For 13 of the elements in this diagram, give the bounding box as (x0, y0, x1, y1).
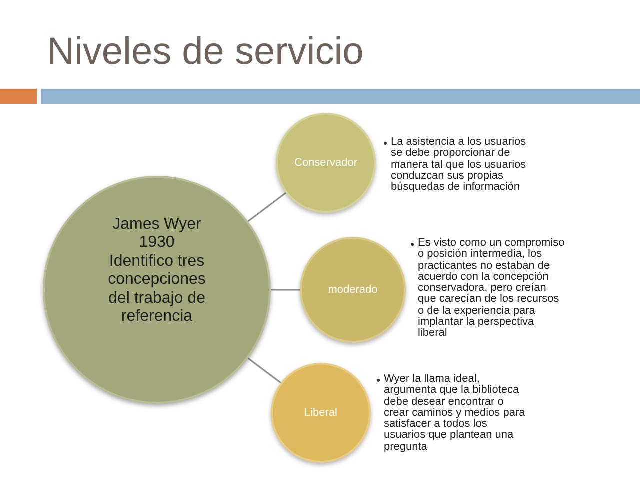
slide-title: Niveles de servicio (47, 33, 364, 71)
node-text: moderado (328, 284, 378, 296)
node-text: Liberal (304, 406, 338, 420)
node-text: 1930 (139, 234, 175, 252)
bullet-text: La asistencia a los usuarios se debe proporcionar de manera tal que los usuarios conduzcan sus propias búsquedas de información (391, 137, 528, 194)
node-text: Identifico tres concepciones del trabajo de referencia (107, 252, 207, 326)
bullet-text: Es visto como un compromiso o posición intermedia, los practicantes no estaban de acuerdo con la concepción conservadora, pero creían que carecían de los recursos o de la experiencia para implantar la perspectiva liberal (418, 238, 566, 340)
bullet-text: Wyer la llama ideal, argumenta que la biblioteca debe desear encontrar o crear caminos y medios para satisfacer a todos los usuarios que plantean una pregunta (384, 374, 526, 454)
connector-line (248, 358, 282, 384)
connector-line (248, 192, 287, 222)
node-text: James Wyer (112, 216, 202, 234)
node-text: Conservador (294, 156, 358, 170)
connector-line (271, 289, 300, 291)
